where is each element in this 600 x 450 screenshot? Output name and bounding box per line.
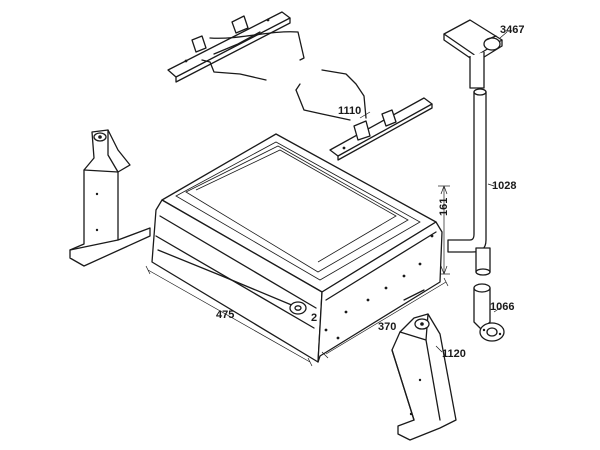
label-1066: 1066	[490, 301, 514, 313]
label-3467: 3467	[500, 24, 524, 36]
left-stand-bracket	[69, 129, 151, 267]
label-1028: 1028	[492, 180, 516, 192]
dimension-lines	[145, 185, 450, 367]
label-1120: 1120	[442, 348, 466, 360]
label-1110: 1110	[338, 105, 361, 117]
dimension-370: 370	[378, 321, 396, 333]
dimension-161: 161	[438, 198, 450, 216]
lower-hanger-bar	[295, 69, 433, 161]
leader-lines	[359, 31, 508, 353]
vertical-pipe-1028	[447, 88, 491, 276]
right-stand-bracket-1120	[391, 313, 457, 441]
knob-number-label: 2	[311, 312, 317, 324]
main-cabinet	[151, 133, 443, 363]
upper-hanger-bar	[167, 11, 305, 83]
top-clamp-3467	[443, 19, 503, 89]
dimension-475: 475	[216, 309, 234, 321]
elbow-fitting-1066	[473, 283, 505, 342]
